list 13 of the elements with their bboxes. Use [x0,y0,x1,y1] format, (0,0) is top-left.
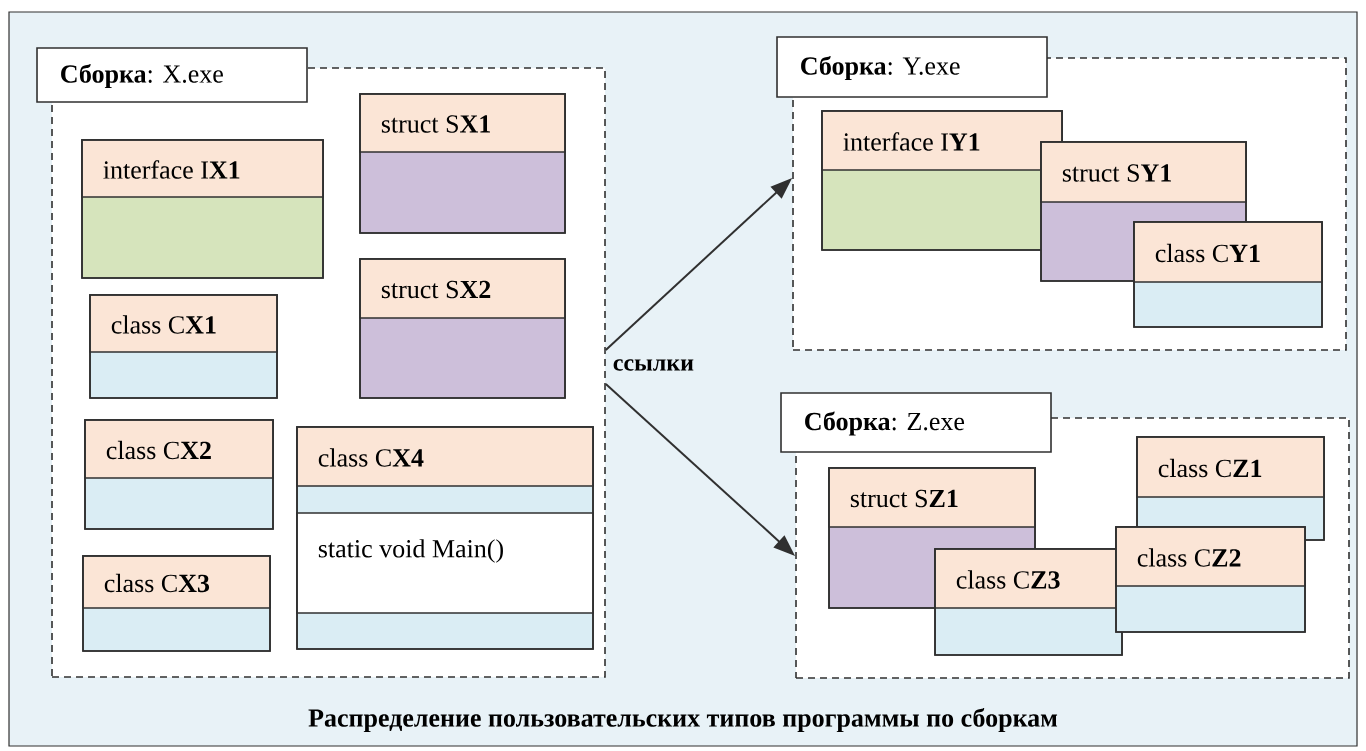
type-box: struct SX1 [359,93,566,234]
type-box: class CX1 [89,294,278,399]
type-box: class CY1 [1133,221,1323,328]
type-box: interface IX1 [81,139,324,279]
type-box: class CX4 static void Main() [296,426,594,650]
type-box: class CX2 [84,419,274,530]
type-box: class CX3 [82,555,271,652]
type-box: class CZ3 [934,548,1123,656]
reference-label: ссылки [613,359,694,371]
type-box: class CZ2 [1115,526,1306,633]
type-box: interface IY1 [821,110,1063,251]
caption: Распределение пользовательских типов программы по сборкам [308,707,1058,733]
type-box: struct SX2 [359,258,566,399]
